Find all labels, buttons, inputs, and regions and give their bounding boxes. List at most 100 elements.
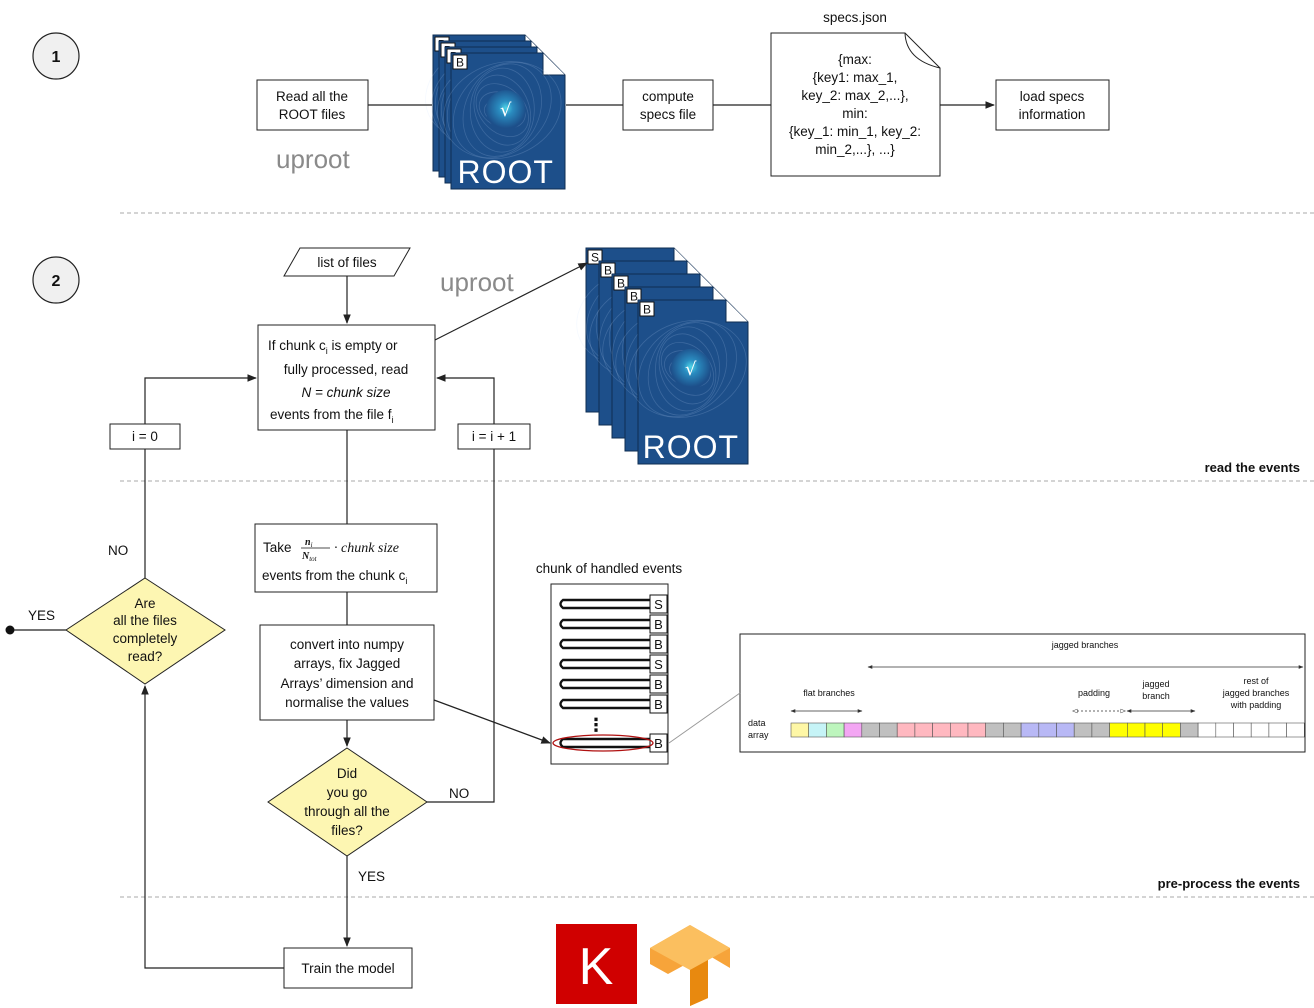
array-cell [1215, 722, 1234, 738]
specs-line-6: min_2,...}, ...} [815, 142, 895, 157]
chunk-event-row: B [559, 733, 668, 753]
rest-label-3: with padding [1230, 700, 1282, 710]
data-array-label-1: data [748, 718, 766, 728]
array-cell [932, 722, 951, 738]
chunk-event-tag: S [654, 657, 663, 672]
i-increment-box: i = i + 1 [457, 423, 531, 450]
flat-branches-label: flat branches [803, 688, 855, 698]
keras-logo-letter: K [579, 938, 614, 996]
step-2-badge: 2 [32, 256, 80, 304]
file-tag-letter: B [604, 264, 612, 278]
array-cell [1073, 722, 1093, 738]
file-tag-letter: B [617, 277, 625, 291]
edge-increment-to-read [436, 374, 495, 424]
array-cell [1056, 722, 1075, 738]
keras-logo: K [556, 924, 637, 1004]
chunk-title: chunk of handled events [536, 561, 683, 576]
decision-all-read-line3: completely [113, 631, 178, 646]
take-events-line2: events from the chunk ci [262, 568, 407, 586]
read-chunk-line3: N = chunk size [302, 385, 391, 400]
train-model-box: Train the model [283, 947, 413, 989]
read-events-section-label: read the events [1205, 460, 1300, 475]
array-cell [1127, 722, 1146, 738]
data-array-label-2: array [748, 730, 769, 740]
chunk-event-row: B [559, 674, 668, 694]
load-specs-box: load specs information [995, 79, 1110, 131]
compute-specs-line2: specs file [640, 107, 696, 122]
load-specs-line1: load specs [1020, 89, 1085, 104]
data-array-cells [790, 722, 1305, 738]
jagged-branch-label-1: jagged [1141, 679, 1169, 689]
read-root-files-line1: Read all the [276, 89, 348, 104]
file-tag: B [452, 54, 468, 70]
sqrt-icon: √ [500, 100, 512, 121]
edge-convert-to-chunk [433, 699, 551, 744]
list-of-files-parallelogram: list of files [283, 247, 411, 277]
step-2-number: 2 [52, 273, 61, 290]
rest-label-1: rest of [1243, 676, 1269, 686]
fraction-numerator: ni [305, 537, 313, 549]
convert-line2: arrays, fix Jagged [294, 656, 401, 671]
chunk-ellipsis: ⋮ [587, 715, 605, 736]
i-increment-label: i = i + 1 [472, 429, 516, 444]
step-1-badge: 1 [32, 32, 80, 80]
chunk-event-tag: B [654, 736, 663, 751]
uproot-logo-2: uproot [440, 267, 514, 297]
decision-all-files-read: Are all the files completely read? [65, 577, 226, 685]
step-1-number: 1 [52, 49, 61, 66]
array-cell [1003, 722, 1022, 738]
jagged-branch-label-2: branch [1142, 691, 1170, 701]
edge-no-to-increment [427, 449, 495, 803]
array-cell [1162, 722, 1181, 738]
specs-json-document: {max: {key1: max_1, key_2: max_2,...}, m… [770, 32, 941, 177]
array-cell [896, 722, 916, 738]
chunk-event-row: B [559, 614, 668, 634]
array-cell [1233, 722, 1252, 738]
root-file-page: B√ROOT [443, 52, 566, 190]
compute-specs-box: compute specs file [622, 79, 714, 131]
chunk-event-tag: S [654, 597, 663, 612]
convert-line1: convert into numpy [290, 637, 404, 652]
array-cell [879, 722, 898, 738]
yes-bottom-label: YES [358, 869, 385, 884]
chunk-event-row: B [559, 694, 668, 714]
array-cell [1197, 722, 1217, 738]
i-zero-label: i = 0 [132, 429, 158, 444]
decision-all-read-line1: Are [134, 596, 155, 611]
data-array-panel: jagged branches flat branches padding ja… [739, 633, 1306, 753]
chunk-event-row: B [559, 634, 668, 654]
array-cell [861, 722, 880, 738]
no-right-label: NO [449, 786, 469, 801]
zoom-connector [668, 692, 741, 744]
file-tag: B [639, 301, 655, 317]
preprocess-section-label: pre-process the events [1158, 876, 1300, 891]
fraction-denominator: Ntot [301, 551, 318, 563]
edge-train-to-decision [141, 685, 284, 969]
chunk-size-expression: · chunk size [334, 541, 399, 556]
array-cell [1268, 722, 1287, 738]
specs-line-1: {max: [838, 52, 872, 67]
root-logo-glow [670, 348, 711, 389]
compute-specs-line1: compute [642, 89, 694, 104]
root-file-page: B√ROOT [628, 299, 749, 465]
root-logo-glow [485, 90, 526, 131]
chunk-event-tag: B [654, 637, 663, 652]
specs-line-2: {key1: max_1, [813, 70, 898, 85]
padding-label: padding [1078, 688, 1110, 698]
convert-box: convert into numpy arrays, fix Jagged Ar… [259, 624, 435, 721]
specs-line-3: key_2: max_2,...}, [801, 88, 908, 103]
specs-json-title: specs.json [823, 10, 887, 25]
array-cell [1286, 722, 1305, 738]
read-root-files-box: Read all the ROOT files [256, 79, 369, 131]
array-cell [826, 722, 845, 738]
array-cell [843, 722, 863, 738]
highlighted-event-ring [552, 734, 654, 752]
array-cell [967, 722, 987, 738]
chunk-event-row: S [559, 594, 668, 614]
file-tag-letter: B [456, 56, 464, 70]
array-cell [949, 722, 969, 738]
